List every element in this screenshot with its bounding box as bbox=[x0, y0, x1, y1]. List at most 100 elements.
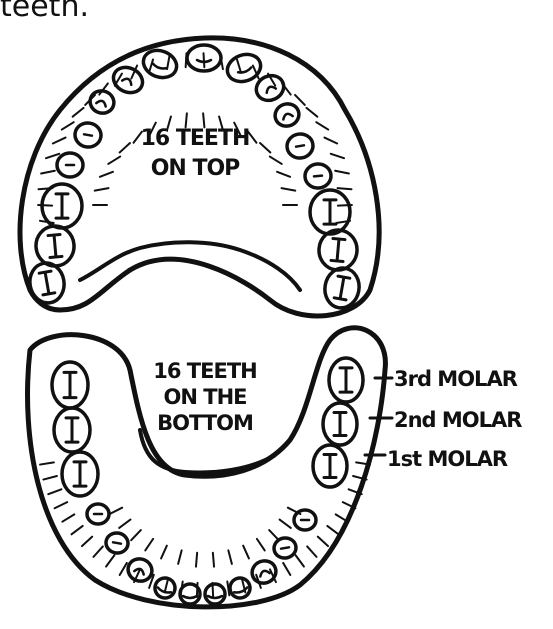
upper-hatch-mark bbox=[46, 154, 59, 158]
upper-tooth bbox=[140, 46, 181, 82]
lower-hatch-mark bbox=[93, 546, 102, 556]
second-molar-label: 2nd MOLAR bbox=[394, 408, 522, 432]
upper-hatch-mark bbox=[277, 172, 290, 177]
upper-tooth bbox=[57, 153, 83, 177]
upper-hatch-mark bbox=[335, 171, 349, 174]
upper-hatch-mark bbox=[149, 59, 153, 72]
upper-hatch-mark bbox=[237, 59, 241, 72]
lower-hatch-mark bbox=[296, 555, 304, 566]
upper-hatch-mark bbox=[295, 95, 305, 105]
lower-tooth bbox=[249, 558, 279, 587]
upper-hatch-mark bbox=[324, 138, 337, 144]
lower-tongue-outline bbox=[140, 430, 275, 472]
molar-leader-lines bbox=[365, 378, 392, 455]
upper-hatch-mark bbox=[316, 122, 328, 129]
lower-hatch-mark bbox=[257, 539, 265, 551]
upper-hatch-mark bbox=[39, 188, 53, 189]
lower-hatch-mark bbox=[280, 520, 291, 528]
lower-hatch-mark bbox=[62, 514, 74, 521]
lower-hatch-mark bbox=[228, 550, 232, 564]
lower-label-line1: 16 TEETH bbox=[153, 359, 256, 383]
upper-hatch-mark bbox=[100, 172, 113, 177]
upper-tooth bbox=[272, 101, 302, 130]
upper-hatch-mark bbox=[108, 157, 120, 164]
lower-hatch-mark bbox=[212, 583, 213, 597]
upper-hatch-mark bbox=[167, 55, 169, 69]
upper-hatch-mark bbox=[73, 108, 84, 117]
lower-hatch-mark bbox=[269, 530, 279, 540]
upper-hatch-mark bbox=[95, 188, 109, 191]
upper-hatch-mark bbox=[338, 205, 352, 206]
lower-tooth bbox=[104, 531, 129, 555]
lower-hatch-mark bbox=[181, 581, 183, 595]
lower-hatch-mark bbox=[196, 553, 197, 567]
upper-hatch-mark bbox=[115, 74, 122, 86]
lower-hatch-mark bbox=[82, 537, 92, 546]
upper-hatch-mark bbox=[41, 171, 55, 174]
lower-hatch-mark bbox=[145, 539, 153, 551]
lower-tooth bbox=[62, 452, 98, 496]
lower-tooth bbox=[323, 403, 357, 445]
lower-hatch-mark bbox=[327, 526, 338, 534]
lower-hatch-mark bbox=[131, 530, 141, 540]
upper-tooth bbox=[285, 132, 315, 160]
upper-label-line1: 16 TEETH bbox=[141, 126, 250, 151]
lower-tooth bbox=[313, 445, 347, 487]
upper-hatch-mark bbox=[270, 157, 282, 164]
lower-jaw: 16 TEETH ON THE BOTTOM bbox=[28, 328, 386, 607]
lower-tooth bbox=[54, 408, 90, 452]
upper-hatch-mark bbox=[306, 108, 317, 117]
lower-tooth bbox=[272, 536, 297, 560]
lower-tooth bbox=[227, 575, 253, 601]
lower-hatch-mark bbox=[336, 514, 348, 521]
upper-tooth bbox=[109, 63, 146, 97]
upper-tooth bbox=[304, 163, 332, 189]
upper-hatch-mark bbox=[282, 188, 296, 191]
lower-hatch-mark bbox=[227, 581, 229, 595]
upper-tooth bbox=[317, 228, 358, 271]
lower-hatch-mark bbox=[48, 489, 61, 494]
lower-hatch-mark bbox=[243, 546, 249, 559]
lower-hatch-mark bbox=[283, 563, 290, 575]
lower-hatch-mark bbox=[165, 579, 168, 593]
lower-tooth bbox=[205, 584, 225, 604]
upper-hatch-mark bbox=[331, 154, 344, 158]
upper-hatch-mark bbox=[120, 143, 130, 152]
upper-hatch-mark bbox=[338, 188, 352, 189]
lower-hatch-mark bbox=[213, 553, 214, 567]
upper-hatch-mark bbox=[62, 122, 74, 129]
upper-hatch-mark bbox=[260, 143, 270, 152]
lower-hatch-mark bbox=[110, 508, 122, 514]
upper-tooth bbox=[34, 224, 75, 267]
lower-label-line3: BOTTOM bbox=[157, 411, 253, 435]
caption-fragment: teeth. bbox=[0, 0, 89, 24]
upper-jaw: 16 TEETH ON TOP bbox=[20, 38, 379, 316]
upper-hatch-mark bbox=[186, 53, 187, 67]
lower-hatch-mark bbox=[178, 550, 182, 564]
lower-hatch-mark bbox=[119, 520, 130, 528]
upper-hatch-mark bbox=[204, 53, 205, 67]
lower-hatch-mark bbox=[43, 476, 57, 480]
upper-label-line2: ON TOP bbox=[151, 156, 240, 181]
lower-hatch-mark bbox=[120, 563, 127, 575]
lower-hatch-mark bbox=[40, 462, 54, 464]
lower-hatch-mark bbox=[307, 546, 316, 556]
upper-tooth bbox=[73, 121, 103, 149]
upper-hatch-mark bbox=[38, 205, 52, 206]
lower-hatch-mark bbox=[197, 583, 198, 597]
lower-hatch-mark bbox=[161, 546, 167, 559]
lower-label-line2: ON THE bbox=[164, 385, 247, 409]
lower-hatch-mark bbox=[72, 526, 83, 534]
third-molar-label: 3rd MOLAR bbox=[394, 367, 518, 391]
first-molar-label: 1st MOLAR bbox=[387, 447, 508, 471]
lower-tooth bbox=[52, 362, 88, 408]
lower-hatch-mark bbox=[55, 502, 68, 508]
upper-hatch-mark bbox=[40, 221, 54, 223]
lower-hatch-mark bbox=[106, 555, 114, 566]
upper-tooth bbox=[310, 190, 350, 234]
lower-tooth bbox=[329, 358, 363, 402]
upper-hatch-mark bbox=[53, 138, 66, 144]
lower-hatch-mark bbox=[318, 537, 328, 546]
